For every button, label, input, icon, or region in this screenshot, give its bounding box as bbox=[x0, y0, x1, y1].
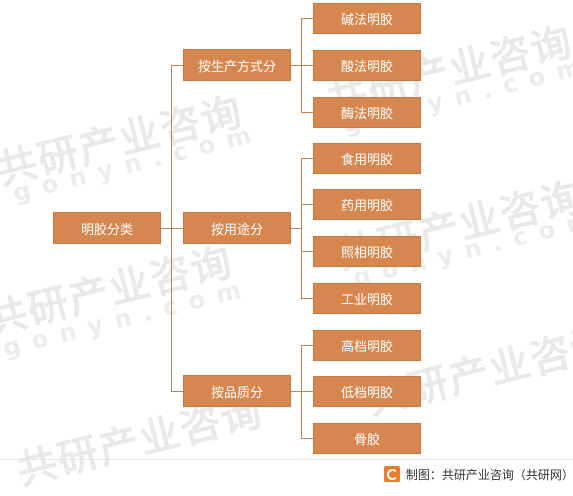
leaf-node: 酸法明胶 bbox=[313, 50, 421, 81]
watermark-url: gonyn.com bbox=[10, 117, 266, 208]
connector-line bbox=[301, 158, 302, 299]
watermark-text: 共研产业咨询 bbox=[362, 318, 573, 425]
leaf-node: 碱法明胶 bbox=[313, 3, 421, 34]
watermark-url: gonyn.com bbox=[0, 272, 256, 363]
footer-source: 制图：共研产业咨询（共研网） bbox=[384, 464, 573, 484]
connector-line bbox=[301, 345, 302, 439]
connector-line bbox=[291, 228, 302, 229]
connector-line bbox=[301, 18, 313, 19]
leaf-node: 食用明胶 bbox=[313, 143, 421, 174]
connector-line bbox=[301, 391, 313, 392]
watermark-text: 共研产业咨询 bbox=[0, 88, 249, 195]
leaf-node: 药用明胶 bbox=[313, 189, 421, 220]
connector-line bbox=[161, 228, 172, 229]
connector-line bbox=[171, 65, 183, 66]
leaf-node: 工业明胶 bbox=[313, 283, 421, 314]
footer-divider bbox=[0, 459, 573, 460]
category-node-production: 按生产方式分 bbox=[183, 49, 291, 81]
connector-line bbox=[301, 345, 313, 346]
brand-logo-icon bbox=[384, 466, 400, 482]
connector-line bbox=[171, 228, 183, 229]
leaf-node: 低档明胶 bbox=[313, 376, 421, 407]
connector-line bbox=[171, 391, 183, 392]
connector-line bbox=[301, 158, 313, 159]
watermark-text: 共研产业咨询 bbox=[0, 238, 239, 345]
leaf-node: 酶法明胶 bbox=[313, 97, 421, 128]
leaf-node: 高档明胶 bbox=[313, 330, 421, 361]
leaf-node: 骨胶 bbox=[313, 423, 421, 454]
connector-line bbox=[301, 298, 313, 299]
leaf-node: 照相明胶 bbox=[313, 236, 421, 267]
connector-line bbox=[301, 112, 313, 113]
footer-text: 制图：共研产业咨询（共研网） bbox=[405, 467, 573, 482]
category-node-quality: 按品质分 bbox=[183, 375, 291, 407]
connector-line bbox=[301, 65, 313, 66]
root-node: 明胶分类 bbox=[53, 212, 161, 244]
connector-line bbox=[301, 204, 313, 205]
connector-line bbox=[291, 391, 302, 392]
connector-line bbox=[301, 438, 313, 439]
connector-line bbox=[301, 251, 313, 252]
category-node-usage: 按用途分 bbox=[183, 212, 291, 244]
connector-line bbox=[291, 65, 302, 66]
